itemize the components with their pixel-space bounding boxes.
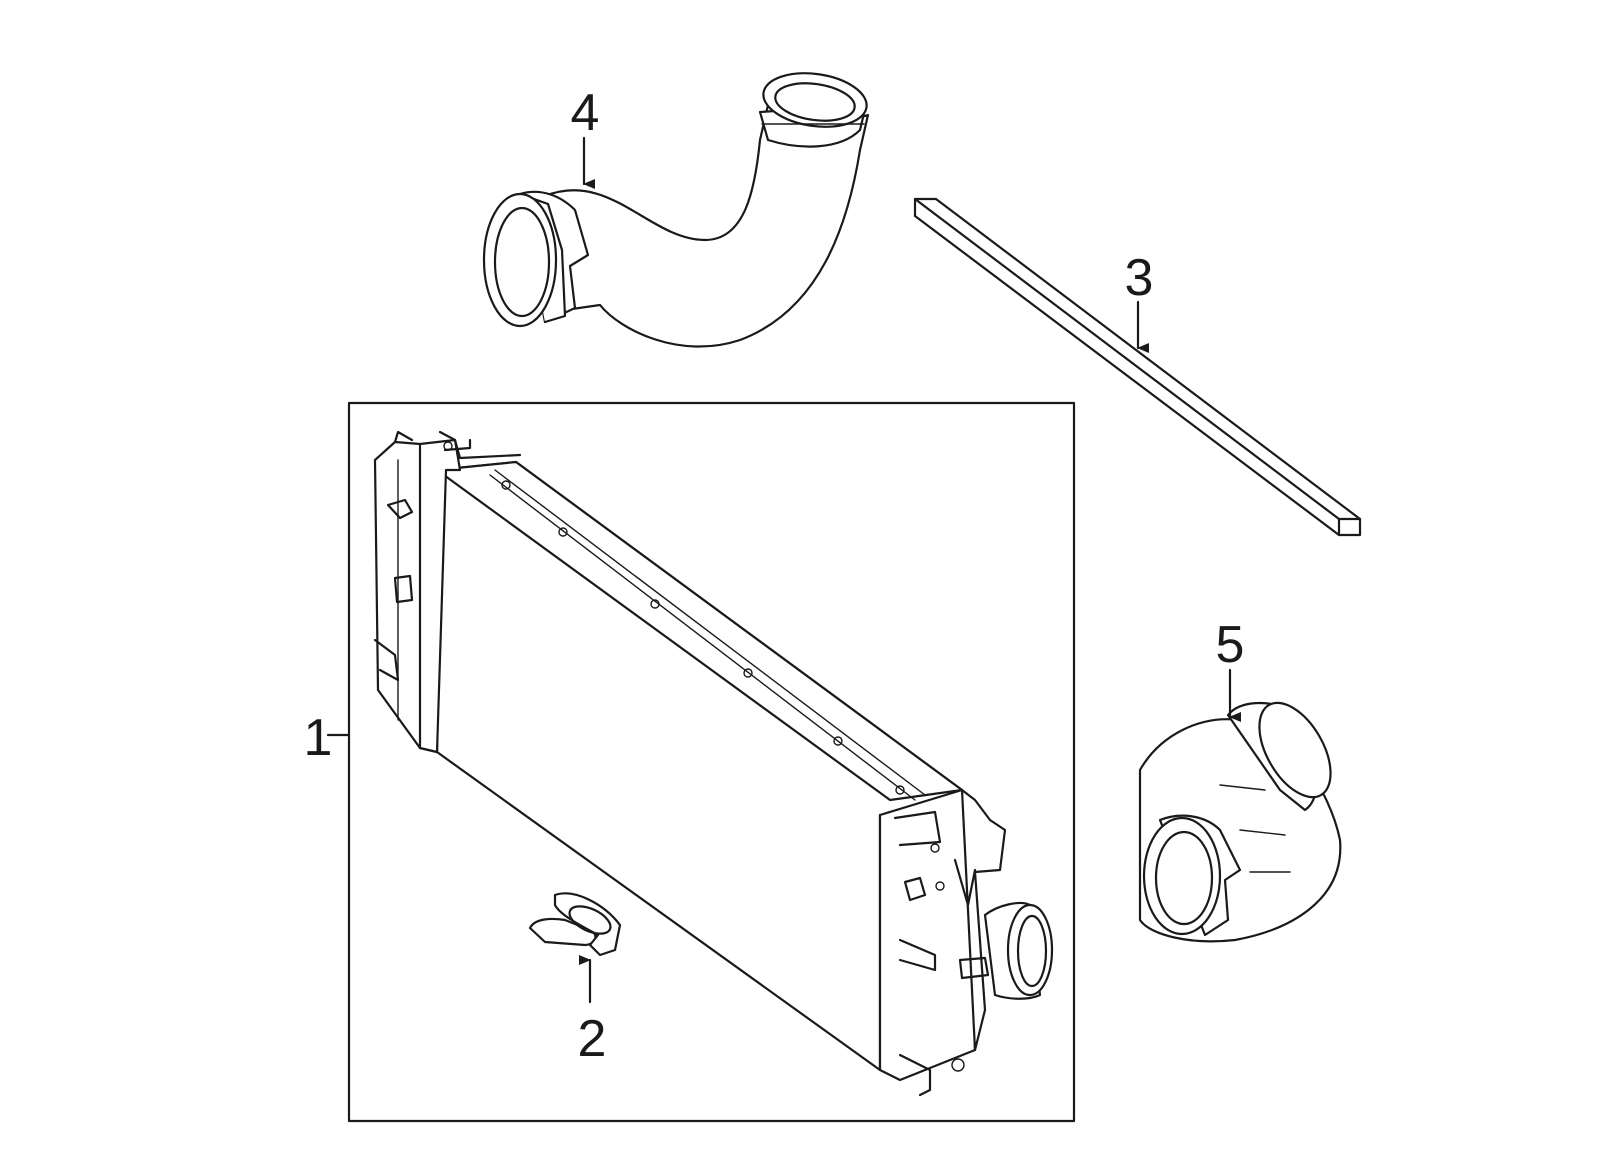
callout-3: 3 [1125,249,1154,307]
callout-5: 5 [1216,616,1245,674]
seal-strip [913,197,1362,537]
callout-2: 2 [578,1010,607,1068]
callout-1: 1 [304,709,333,767]
intake-hose-lower [1138,701,1342,943]
intake-hose-upper [482,72,870,348]
callout-labels: 1 2 3 4 5 [304,84,1245,1068]
intercooler [373,430,1054,1097]
leader-lines [326,136,1241,1004]
callout-4: 4 [571,84,600,142]
mounting-bracket [528,892,622,957]
assembly-box [347,401,1076,1123]
